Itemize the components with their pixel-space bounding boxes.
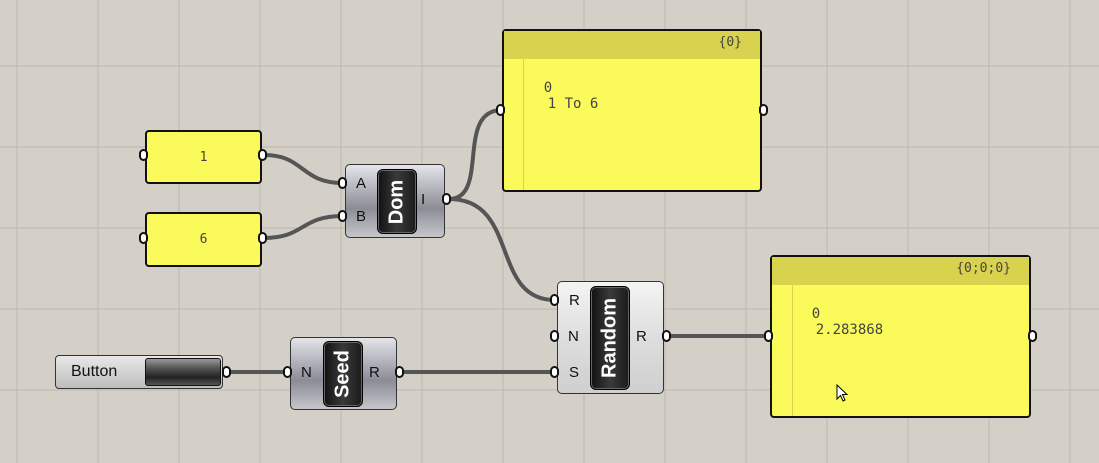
random-input-n-label: N xyxy=(568,328,579,345)
random-output-panel-input-grip[interactable] xyxy=(764,330,773,342)
random-input-r-grip[interactable] xyxy=(550,294,559,306)
random-output-row-value: 2.283868 xyxy=(815,322,884,338)
random-input-s-grip[interactable] xyxy=(550,366,559,378)
domain-output-row-value: 1 To 6 xyxy=(547,96,599,112)
wire-dom-to-random-r xyxy=(447,197,557,302)
button-face[interactable] xyxy=(145,358,221,386)
seed-output-r-label: R xyxy=(369,364,380,381)
value-panel-b[interactable]: 6 xyxy=(145,212,262,267)
random-component[interactable]: R N S Random R xyxy=(557,281,664,394)
seed-input-n-label: N xyxy=(301,364,312,381)
button-label: Button xyxy=(71,363,118,380)
domain-input-a-grip[interactable] xyxy=(338,177,347,189)
domain-output-panel-path: {0} xyxy=(718,35,742,50)
domain-output-panel-index-divider xyxy=(523,31,524,190)
wire-value-b-to-dom-b xyxy=(262,214,345,240)
seed-nickname: Seed xyxy=(331,350,354,398)
domain-component[interactable]: A B Dom I xyxy=(345,164,445,238)
domain-output-panel-row: 0 1 To 6 xyxy=(510,64,599,128)
value-panel-a[interactable]: 1 xyxy=(145,130,262,184)
random-output-panel-output-grip[interactable] xyxy=(1028,330,1037,342)
value-panel-b-output-grip[interactable] xyxy=(258,232,267,244)
domain-output-panel-header xyxy=(504,31,760,59)
random-output-panel-row: 0 2.283868 xyxy=(778,290,883,354)
random-output-row-index: 0 xyxy=(811,306,821,322)
random-nickname-badge: Random xyxy=(590,286,630,390)
random-input-n-grip[interactable] xyxy=(550,330,559,342)
seed-input-grip[interactable] xyxy=(283,366,292,378)
domain-nickname-badge: Dom xyxy=(377,169,417,234)
random-output-panel[interactable]: {0;0;0} 0 2.283868 xyxy=(770,255,1031,418)
random-output-r-label: R xyxy=(636,328,647,345)
value-panel-b-text: 6 xyxy=(199,232,208,247)
domain-output-panel[interactable]: {0} 0 1 To 6 xyxy=(502,29,762,192)
domain-nickname: Dom xyxy=(385,179,408,224)
random-nickname: Random xyxy=(598,298,621,378)
random-output-grip[interactable] xyxy=(662,330,671,342)
value-panel-a-input-grip[interactable] xyxy=(139,149,148,161)
button-output-grip[interactable] xyxy=(222,366,231,378)
button-component[interactable]: Button xyxy=(55,355,223,389)
random-output-panel-path: {0;0;0} xyxy=(956,261,1011,276)
domain-input-b-grip[interactable] xyxy=(338,210,347,222)
random-output-panel-index-divider xyxy=(792,257,793,416)
domain-output-panel-output-grip[interactable] xyxy=(759,104,768,116)
domain-input-a-label: A xyxy=(356,175,367,192)
value-panel-a-output-grip[interactable] xyxy=(258,149,267,161)
value-panel-a-text: 1 xyxy=(199,149,208,165)
wire-dom-to-domain-panel xyxy=(447,108,504,201)
domain-output-grip[interactable] xyxy=(442,193,451,205)
domain-output-panel-input-grip[interactable] xyxy=(496,104,505,116)
value-panel-b-input-grip[interactable] xyxy=(139,232,148,244)
random-input-s-label: S xyxy=(569,364,580,381)
seed-nickname-badge: Seed xyxy=(323,341,363,407)
random-output-panel-header xyxy=(772,257,1029,285)
domain-output-i-label: I xyxy=(421,191,426,208)
wire-value-a-to-dom-a xyxy=(262,153,345,185)
domain-input-b-label: B xyxy=(356,208,367,225)
seed-output-grip[interactable] xyxy=(395,366,404,378)
seed-component[interactable]: N Seed R xyxy=(290,337,397,410)
domain-output-row-index: 0 xyxy=(543,80,553,96)
mouse-cursor-icon xyxy=(836,384,849,402)
random-input-r-label: R xyxy=(569,292,580,309)
